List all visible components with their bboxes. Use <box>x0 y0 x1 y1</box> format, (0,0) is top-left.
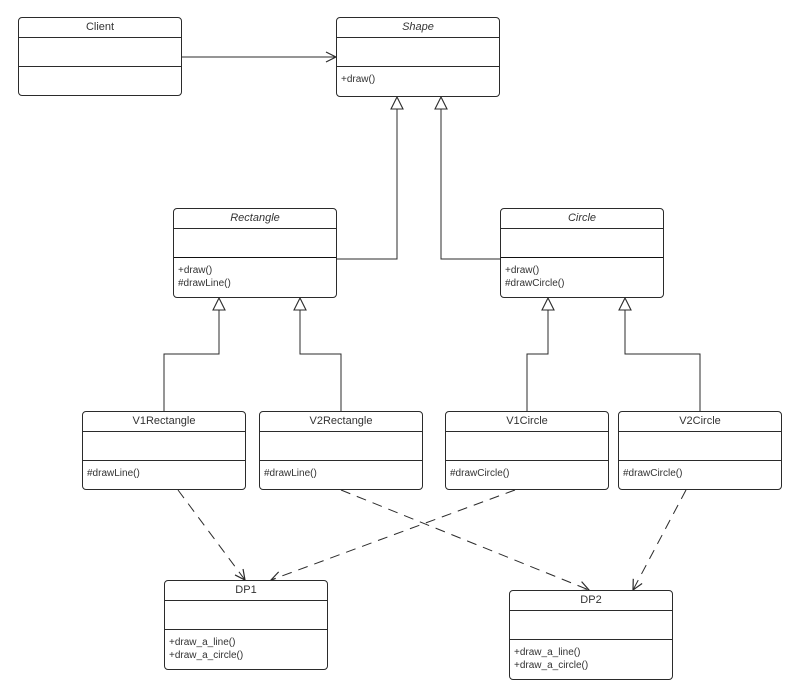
class-dp1[interactable]: DP1 +draw_a_line() +draw_a_circle() <box>164 580 328 670</box>
operations-list: +draw() #drawLine() <box>178 264 334 290</box>
operations-divider <box>510 639 672 640</box>
dependency-v1rectangle-dp1 <box>177 489 245 580</box>
operation: +draw() <box>341 74 376 85</box>
class-name: V2Circle <box>679 415 721 427</box>
operation: +draw_a_circle() <box>169 650 244 661</box>
attributes-divider <box>619 431 781 432</box>
generalization-rectangle-shape <box>336 97 397 260</box>
class-v1circle[interactable]: V1Circle #drawCircle() <box>445 411 609 490</box>
operations-list: #drawLine() <box>264 467 420 480</box>
operations-divider <box>446 460 608 461</box>
class-shape[interactable]: Shape +draw() <box>336 17 500 97</box>
operations-divider <box>174 257 336 258</box>
operations-list: +draw_a_line() +draw_a_circle() <box>169 636 325 662</box>
attributes-divider <box>446 431 608 432</box>
operations-divider <box>501 257 663 258</box>
dependency-v2rectangle-dp2 <box>340 489 589 590</box>
operation: +draw_a_line() <box>169 637 236 648</box>
generalization-v1rectangle-rectangle <box>163 298 219 411</box>
generalization-v2rectangle-rectangle <box>300 298 342 411</box>
class-name: Shape <box>402 21 434 33</box>
operations-list: #drawCircle() <box>450 467 606 480</box>
operations-list: #drawLine() <box>87 467 243 480</box>
class-name: DP2 <box>580 594 602 606</box>
operations-divider <box>260 460 422 461</box>
class-name: Client <box>85 21 115 33</box>
operations-list: +draw() <box>341 73 497 86</box>
attributes-divider <box>19 37 181 38</box>
operations-divider <box>619 460 781 461</box>
operation: #drawLine() <box>87 468 140 479</box>
operations-list: +draw_a_line() +draw_a_circle() <box>514 646 670 672</box>
class-dp2[interactable]: DP2 +draw_a_line() +draw_a_circle() <box>509 590 673 680</box>
class-v2circle[interactable]: V2Circle #drawCircle() <box>618 411 782 490</box>
class-name: DP1 <box>235 584 257 596</box>
operations-divider <box>19 66 181 67</box>
attributes-divider <box>260 431 422 432</box>
dependency-v1circle-dp1 <box>271 489 516 580</box>
operations-divider <box>83 460 245 461</box>
class-name: V1Rectangle <box>132 415 196 427</box>
operation: +draw() <box>178 265 213 276</box>
operation: #drawCircle() <box>505 278 565 289</box>
attributes-divider <box>510 610 672 611</box>
operation: +draw_a_circle() <box>514 660 589 671</box>
attributes-divider <box>165 600 327 601</box>
generalization-v1circle-circle <box>526 298 548 411</box>
class-name: V1Circle <box>506 415 548 427</box>
class-v1rectangle[interactable]: V1Rectangle #drawLine() <box>82 411 246 490</box>
operation: #drawCircle() <box>450 468 510 479</box>
attributes-divider <box>83 431 245 432</box>
operations-divider <box>337 66 499 67</box>
operation: #drawLine() <box>178 278 231 289</box>
generalization-v2circle-circle <box>625 298 701 411</box>
class-client[interactable]: Client <box>18 17 182 96</box>
operation: #drawLine() <box>264 468 317 479</box>
operation: +draw_a_line() <box>514 647 581 658</box>
operations-divider <box>165 629 327 630</box>
attributes-divider <box>174 228 336 229</box>
class-circle[interactable]: Circle +draw() #drawCircle() <box>500 208 664 298</box>
generalization-circle-shape <box>441 97 500 260</box>
attributes-divider <box>337 37 499 38</box>
class-name: Circle <box>567 212 597 224</box>
operation: #drawCircle() <box>623 468 683 479</box>
operations-list: +draw() #drawCircle() <box>505 264 661 290</box>
class-name: V2Rectangle <box>309 415 373 427</box>
class-v2rectangle[interactable]: V2Rectangle #drawLine() <box>259 411 423 490</box>
class-name: Rectangle <box>230 212 280 224</box>
operation: +draw() <box>505 265 540 276</box>
operations-list: #drawCircle() <box>623 467 779 480</box>
dependency-v2circle-dp2 <box>633 489 687 590</box>
attributes-divider <box>501 228 663 229</box>
class-rectangle[interactable]: Rectangle +draw() #drawLine() <box>173 208 337 298</box>
